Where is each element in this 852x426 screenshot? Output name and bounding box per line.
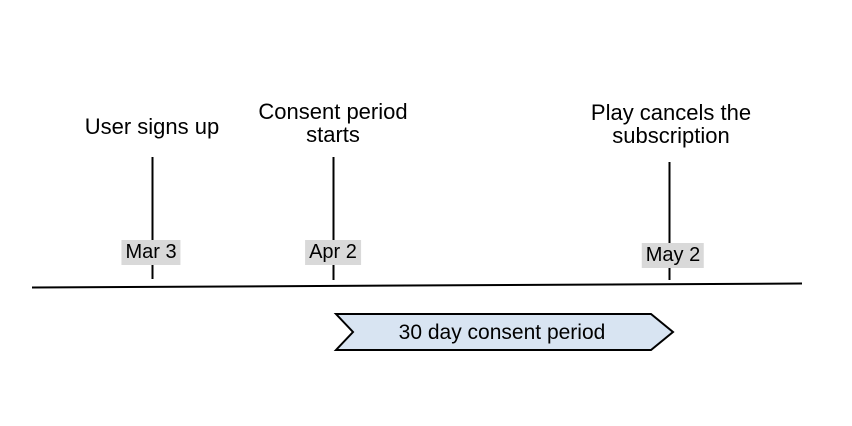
event-label-user-signs-up: User signs up — [84, 114, 220, 139]
event-date-badge-may-2: May 2 — [641, 243, 705, 268]
event-label-consent-period-starts: Consent period starts — [258, 99, 408, 147]
event-date-badge-mar-3: Mar 3 — [121, 240, 181, 265]
consent-period-arrow-shape — [333, 313, 675, 351]
event-date-badge-apr-2: Apr 2 — [305, 240, 361, 265]
timeline-axis — [31, 282, 803, 289]
event-label-play-cancels-subscription: Play cancels the subscription — [590, 100, 752, 148]
consent-period-banner-label: 30 day consent period — [398, 321, 606, 344]
